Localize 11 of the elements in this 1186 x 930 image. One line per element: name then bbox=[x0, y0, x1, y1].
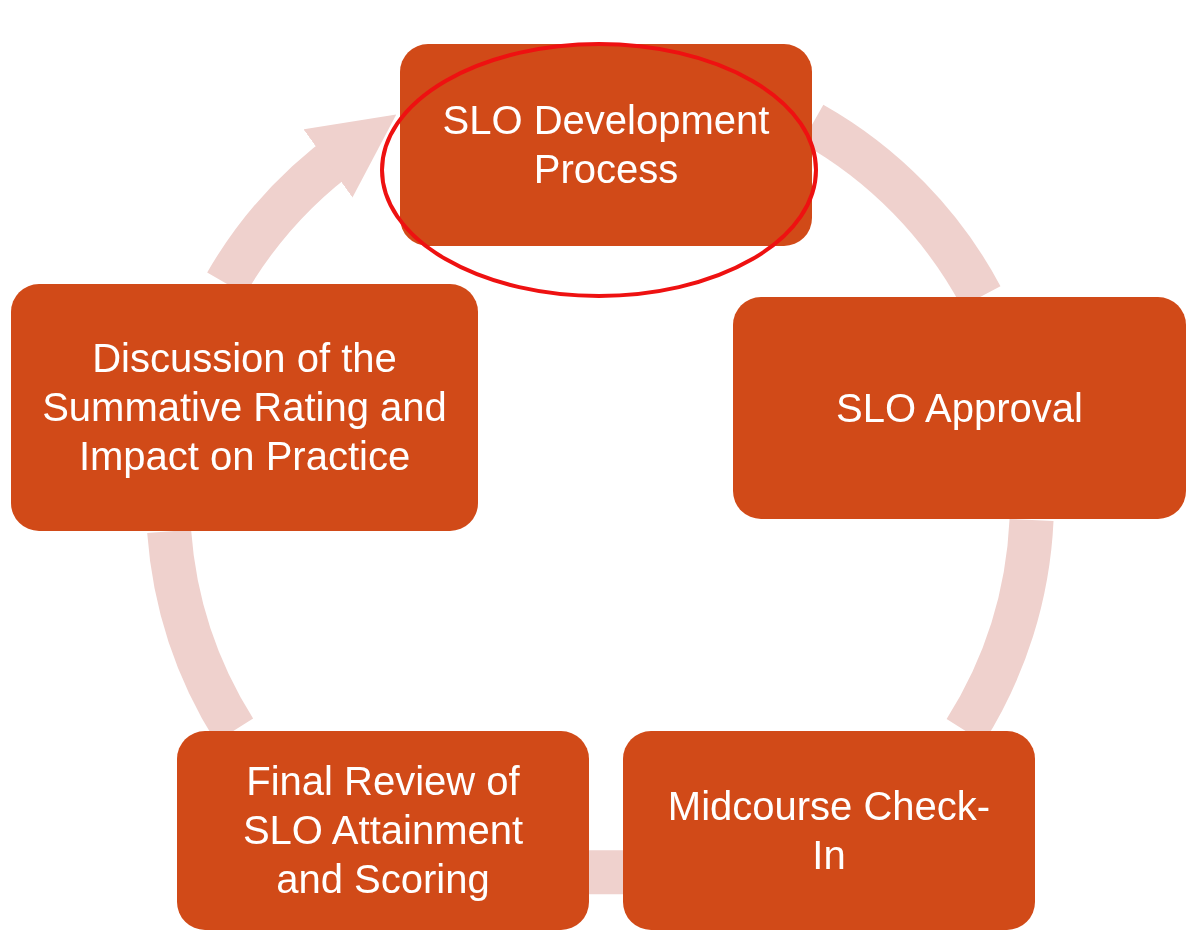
step-label: Midcourse Check-In bbox=[666, 782, 992, 879]
step-label: SLO Approval bbox=[836, 384, 1083, 432]
cycle-connector bbox=[589, 850, 623, 895]
process-box bbox=[623, 731, 1035, 930]
process-box bbox=[733, 297, 1186, 519]
step-label: Discussion of the Summative Rating and Impact on Practice bbox=[41, 335, 448, 480]
process-box bbox=[400, 44, 812, 246]
process-box bbox=[11, 284, 478, 531]
step-label: Final Review of SLO Attainment and Scoring bbox=[241, 758, 525, 903]
process-box bbox=[177, 731, 589, 930]
step-label: SLO Development Process bbox=[441, 97, 771, 193]
